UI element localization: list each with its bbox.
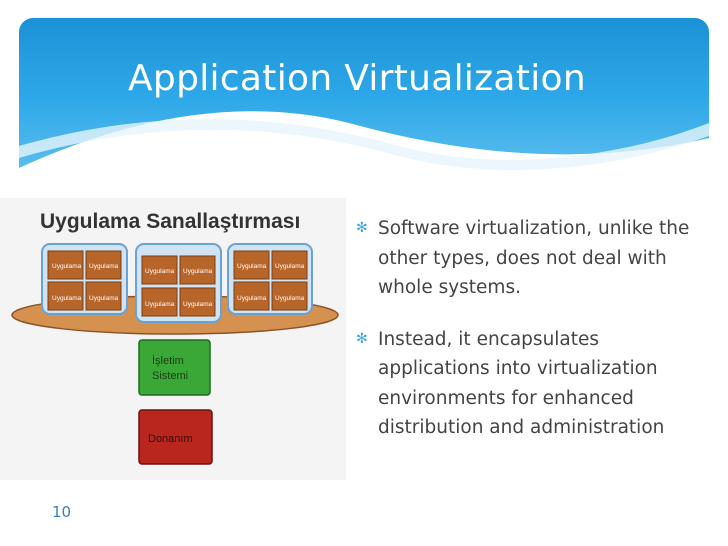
app-label: Uygulama: [275, 263, 305, 270]
bullet-item: ✻ Software virtualization, unlike the ot…: [356, 214, 708, 303]
app-label: Uygulama: [237, 263, 267, 270]
app-label: Uygulama: [183, 268, 213, 275]
wave-decoration: [19, 18, 709, 198]
bullet-list: ✻ Software virtualization, unlike the ot…: [356, 214, 708, 465]
app-label: Uygulama: [89, 295, 119, 302]
title-banner: [19, 18, 709, 198]
page-number: 10: [52, 503, 71, 521]
app-label: Uygulama: [275, 295, 305, 302]
os-label-line1: İşletim: [152, 354, 184, 367]
bullet-text: Software virtualization, unlike the othe…: [378, 218, 689, 298]
app-label: Uygulama: [52, 295, 82, 302]
hardware-label: Donanım: [148, 433, 193, 445]
app-label: Uygulama: [237, 295, 267, 302]
app-label: Uygulama: [145, 301, 175, 308]
os-label-line2: Sistemi: [152, 370, 188, 382]
bullet-item: ✻ Instead, it encapsulates applications …: [356, 325, 708, 443]
asterisk-bullet-icon: ✻: [356, 214, 368, 244]
app-label: Uygulama: [52, 263, 82, 270]
virtualization-diagram: Uygulama Sanallaştırması Uygulama Uygula…: [0, 198, 346, 480]
asterisk-bullet-icon: ✻: [356, 325, 368, 355]
app-label: Uygulama: [183, 301, 213, 308]
bullet-text: Instead, it encapsulates applications in…: [378, 329, 664, 439]
app-label: Uygulama: [145, 268, 175, 275]
app-label: Uygulama: [89, 263, 119, 270]
os-block: [139, 340, 210, 395]
slide-title: Application Virtualization: [128, 58, 586, 99]
diagram-heading: Uygulama Sanallaştırması: [40, 210, 300, 233]
